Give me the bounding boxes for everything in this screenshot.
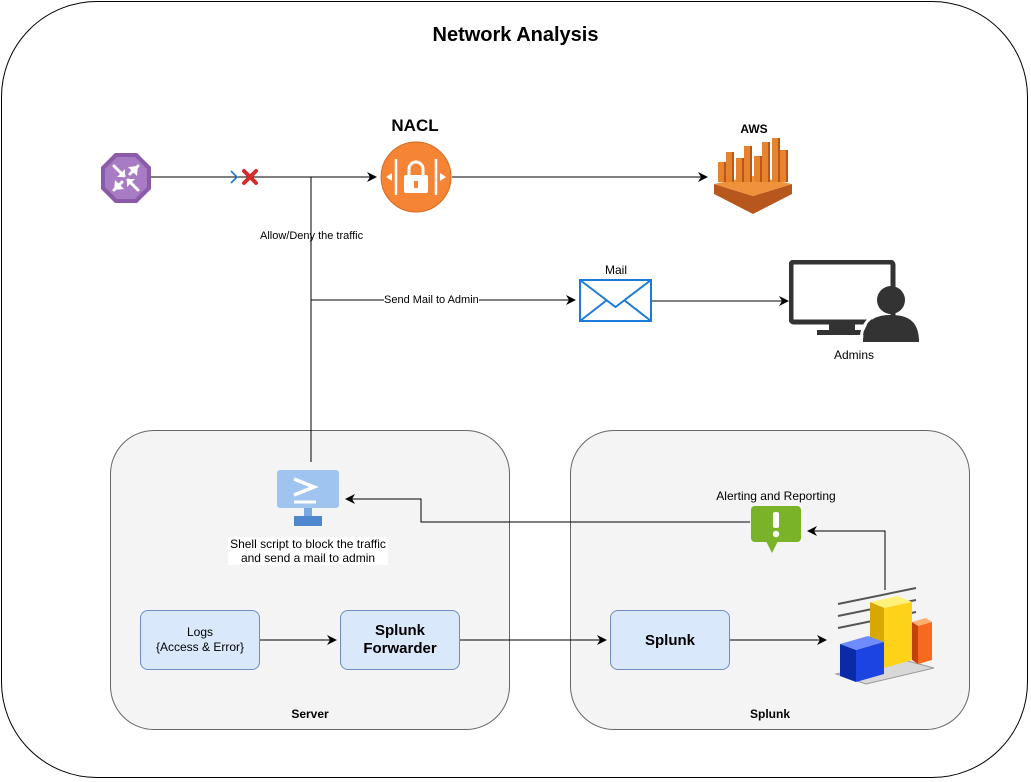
nacl-label: NACL <box>391 116 439 135</box>
logs-label-line1: Logs <box>186 625 214 639</box>
shell-script-label-line1: Shell script to block the traffic <box>230 537 386 551</box>
splunk-group-label: Splunk <box>749 707 790 721</box>
deny-x-icon <box>228 167 262 187</box>
router-icon <box>100 152 152 204</box>
forwarder-label-line1: Splunk <box>374 622 425 639</box>
splunk-group <box>570 430 970 730</box>
alert-to-shell-edge <box>345 494 750 523</box>
aws-icon <box>712 136 794 214</box>
shell-script-label: Shell script to block the traffic and se… <box>228 537 388 565</box>
mail-label: Mail <box>604 263 627 277</box>
chart-to-alert-edge <box>807 526 886 590</box>
allow-deny-label: Allow/Deny the traffic <box>260 230 364 242</box>
send-mail-label: Send Mail to Admin <box>384 294 479 307</box>
bar-chart-icon <box>834 586 936 686</box>
aws-label: AWS <box>740 122 768 136</box>
diagram-title: Network Analysis <box>432 24 599 46</box>
logs-node: Logs {Access & Error} <box>140 610 260 670</box>
admin-monitor-icon <box>788 259 921 344</box>
shell-script-label-line2: and send a mail to admin <box>240 551 376 565</box>
splunk-node: Splunk <box>610 610 730 670</box>
nacl-icon <box>380 141 452 213</box>
forwarder-label-line2: Forwarder <box>363 640 437 657</box>
mail-icon <box>579 279 652 322</box>
admins-label: Admins <box>833 348 874 362</box>
alert-icon <box>750 505 802 555</box>
alerting-label: Alerting and Reporting <box>716 489 836 503</box>
splunk-forwarder-node: Splunk Forwarder <box>340 610 460 670</box>
logs-label-line2: {Access & Error} <box>155 640 245 654</box>
shell-script-icon <box>276 469 340 531</box>
server-group-label: Server <box>291 707 329 721</box>
